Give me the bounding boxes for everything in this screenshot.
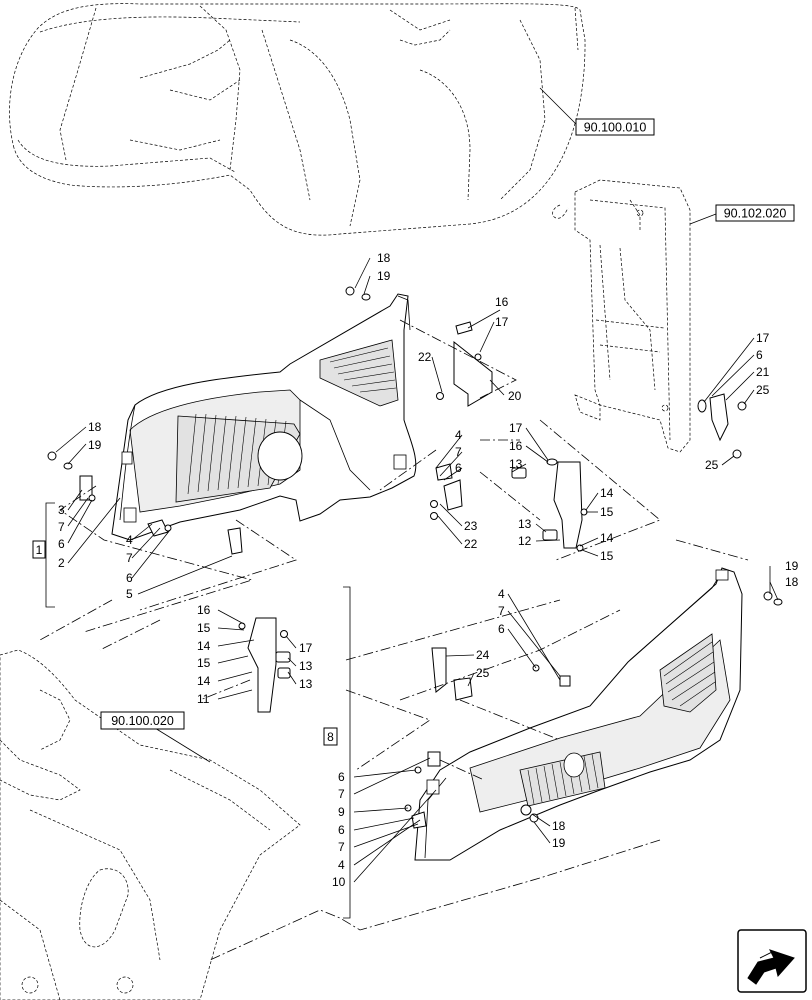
item-label: 14: [600, 531, 614, 545]
item-labels: 18 19 16 17 22 20 17 6 21 25 25 18 19 3 …: [58, 251, 799, 889]
item-label: 7: [498, 604, 505, 618]
item-label: 21: [756, 365, 770, 379]
item-label: 24: [476, 648, 490, 662]
ref-label-front: 90.100.020: [111, 714, 174, 728]
item-label: 16: [509, 439, 523, 453]
item-label: 19: [785, 559, 799, 573]
item-label: 18: [552, 819, 566, 833]
item-label: 22: [464, 537, 478, 551]
item-label: 14: [197, 674, 211, 688]
item-label: 15: [197, 621, 211, 635]
item-label: 5: [126, 587, 133, 601]
front-hood-phantom: [0, 649, 301, 1000]
item-label: 19: [552, 836, 566, 850]
group-label-8: 8: [327, 730, 334, 744]
group-box-8[interactable]: 8: [323, 727, 338, 746]
item-label: 15: [600, 505, 614, 519]
right-fender-hardware: [404, 591, 783, 829]
ref-box-hood[interactable]: 90.100.010: [575, 118, 655, 136]
item-label: 7: [338, 840, 345, 854]
group-label-1: 1: [36, 543, 43, 557]
group-box-1[interactable]: 1: [32, 540, 46, 559]
item-label: 11: [197, 692, 210, 706]
item-label: 2: [58, 556, 65, 570]
item-label: 18: [377, 251, 391, 265]
ref-box-front[interactable]: 90.100.020: [100, 711, 185, 730]
item-label: 16: [197, 603, 211, 617]
item-label: 7: [58, 520, 65, 534]
lower-left-bracket-assembly: [238, 617, 291, 713]
item-label: 14: [197, 639, 211, 653]
item-label: 25: [476, 666, 490, 680]
right-fender-part: [414, 567, 743, 861]
ref-label-frame: 90.102.020: [724, 207, 787, 221]
item-label: 4: [126, 533, 133, 547]
left-fender-hardware: [47, 286, 493, 555]
item-label: 17: [756, 331, 770, 345]
item-label: 6: [756, 348, 763, 362]
item-label: 15: [600, 549, 614, 563]
item-label: 15: [197, 656, 211, 670]
construction-lines: [39, 319, 749, 961]
cab-frame-phantom: [552, 179, 691, 453]
item-label: 25: [756, 383, 770, 397]
item-label: 17: [509, 421, 523, 435]
item-label: 9: [338, 805, 345, 819]
ref-label-hood: 90.100.010: [584, 121, 647, 135]
item-label: 6: [455, 461, 462, 475]
item-label: 13: [509, 457, 523, 471]
item-label: 6: [498, 622, 505, 636]
next-page-arrow-icon[interactable]: [737, 929, 807, 993]
item-label: 19: [88, 438, 102, 452]
item-label: 7: [455, 445, 462, 459]
item-label: 13: [299, 659, 313, 673]
item-label: 13: [299, 677, 313, 691]
left-fender-part: [111, 293, 417, 541]
item-label: 23: [464, 519, 478, 533]
item-label: 22: [418, 350, 432, 364]
item-label: 6: [126, 571, 133, 585]
item-label: 18: [88, 420, 102, 434]
item-label: 7: [126, 551, 133, 565]
item-label: 12: [518, 534, 532, 548]
item-label: 6: [338, 770, 345, 784]
ref-box-frame[interactable]: 90.102.020: [715, 204, 795, 222]
item-label: 10: [332, 875, 346, 889]
item-label: 17: [495, 315, 509, 329]
item-label: 17: [299, 641, 313, 655]
item-label: 14: [600, 486, 614, 500]
item-label: 4: [498, 587, 505, 601]
item-label: 19: [377, 269, 391, 283]
item-label: 4: [338, 858, 345, 872]
item-label: 7: [338, 787, 345, 801]
item-label: 6: [338, 823, 345, 837]
leader-lines: [45, 257, 779, 919]
item-label: 13: [518, 517, 532, 531]
item-label: 3: [58, 503, 65, 517]
item-label: 6: [58, 537, 65, 551]
item-label: 4: [455, 428, 462, 442]
item-label: 20: [508, 389, 522, 403]
item-label: 18: [785, 575, 799, 589]
hood-phantom: [9, 3, 586, 236]
right-bracket-hardware: [697, 393, 747, 459]
item-label: 16: [495, 295, 509, 309]
item-label: 25: [705, 458, 719, 472]
